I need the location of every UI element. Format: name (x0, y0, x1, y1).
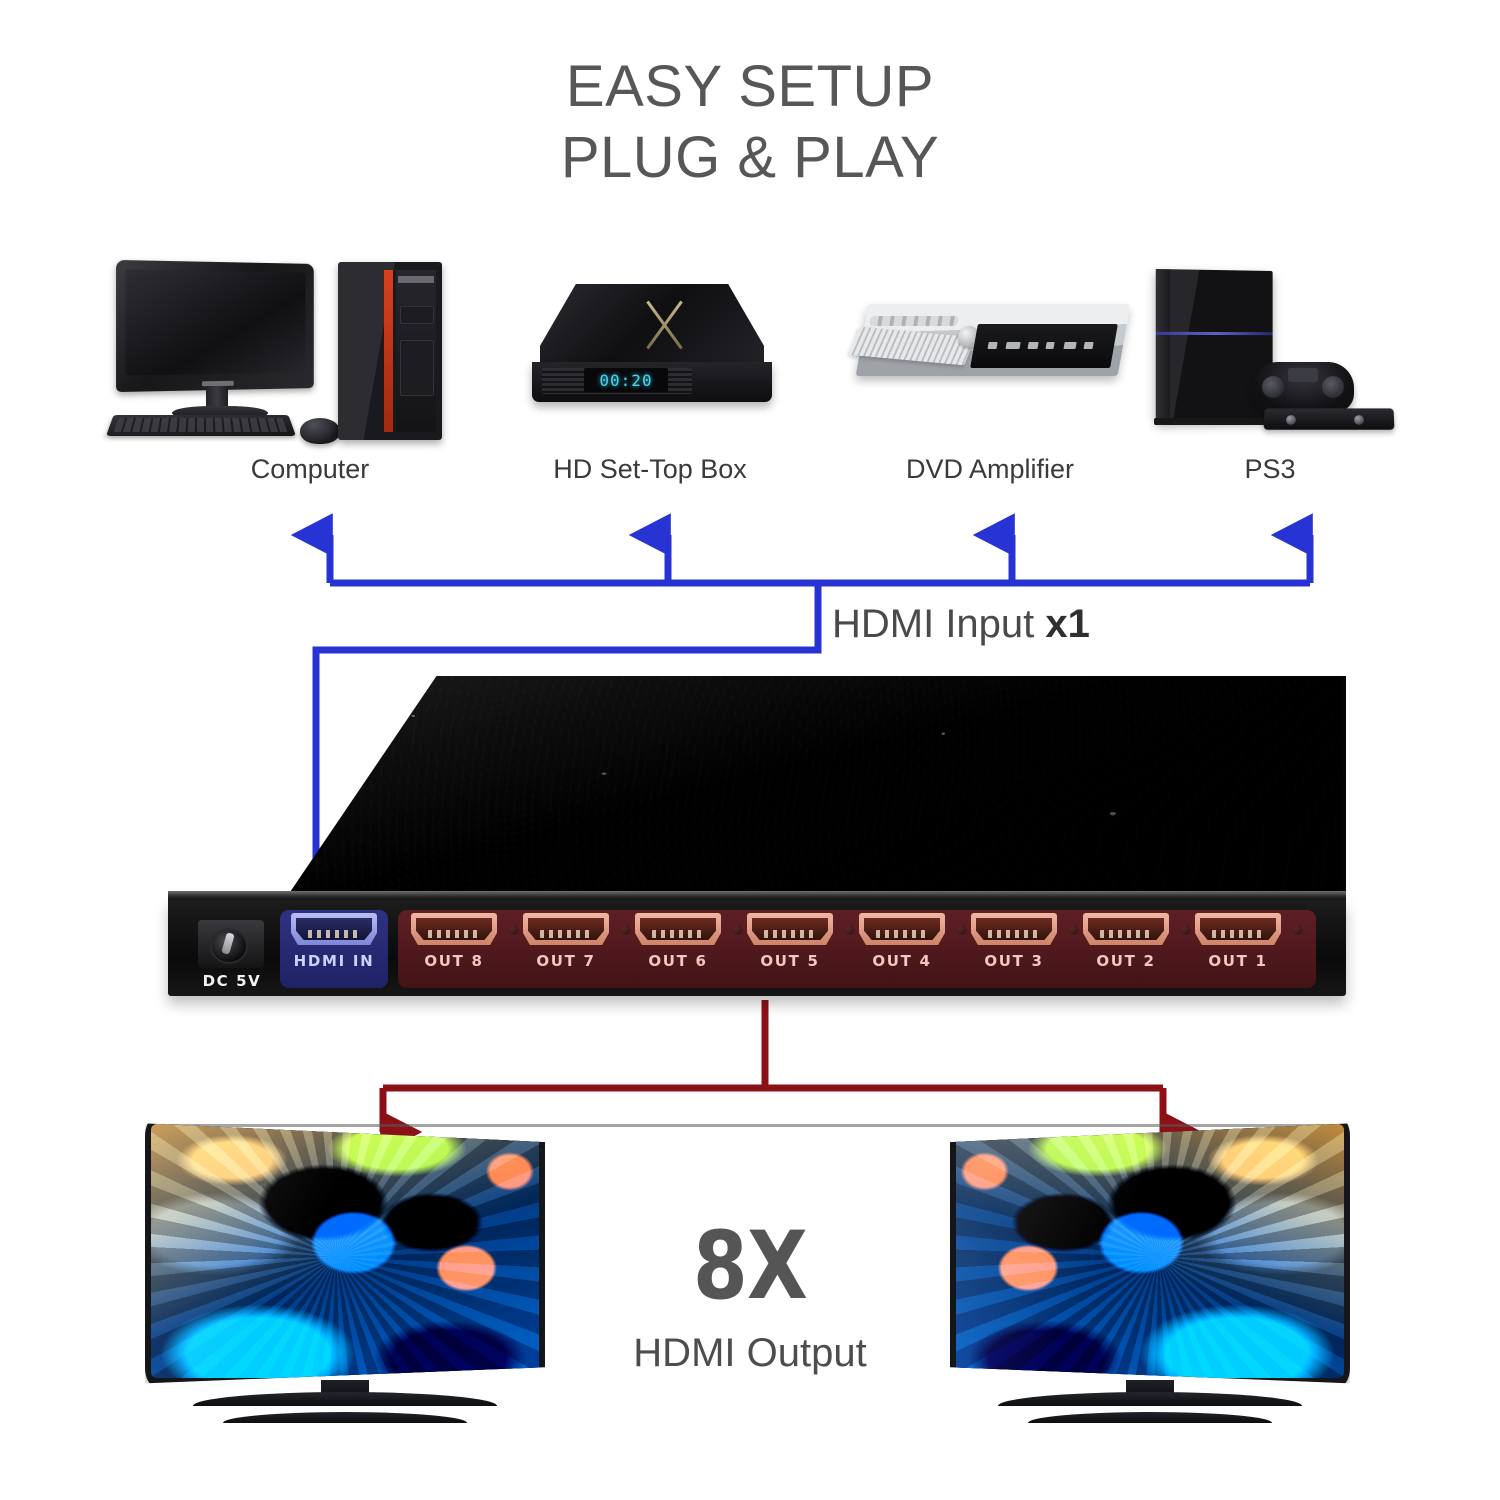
title-line-1: EASY SETUP (0, 52, 1500, 123)
set-top-box-clock: 00:20 (599, 371, 652, 390)
page-title: EASY SETUP PLUG & PLAY (0, 52, 1500, 194)
hdmi-out-port-6[interactable] (635, 913, 721, 945)
source-devices-row: Computer 00:20 HD Set-Top Box (110, 250, 1410, 510)
hdmi-out-port-2[interactable] (1083, 913, 1169, 945)
dc-barrel-jack-icon[interactable] (198, 920, 264, 968)
dc-power-label: DC 5V (190, 972, 274, 990)
hdmi-in-label: HDMI IN (281, 952, 387, 970)
device-top-sheen (286, 676, 1346, 898)
hdmi-out-label-5: OUT 5 (737, 952, 843, 970)
hdmi-out-label-6: OUT 6 (625, 952, 731, 970)
hdmi-input-label-text: HDMI Input (832, 602, 1045, 646)
hdmi-output-wiring (383, 1000, 1163, 1132)
set-top-box-display: 00:20 (584, 368, 668, 392)
game-console-icon (1130, 250, 1410, 450)
hdmi-out-label-4: OUT 4 (849, 952, 955, 970)
hdmi-out-port-7[interactable] (523, 913, 609, 945)
source-device-ps3: PS3 (1130, 250, 1410, 485)
device-front-panel: DC 5V HDMI IN OUT 8 OUT 7 OUT 6 OUT 5 OU… (168, 900, 1346, 996)
hdmi-splitter-device: DC 5V HDMI IN OUT 8 OUT 7 OUT 6 OUT 5 OU… (168, 676, 1346, 1006)
hdmi-input-label: HDMI Input x1 (832, 602, 1090, 647)
hdmi-input-count: x1 (1045, 602, 1090, 646)
title-line-2: PLUG & PLAY (0, 123, 1500, 194)
hdmi-out-port-8[interactable] (411, 913, 497, 945)
hdmi-out-port-3[interactable] (971, 913, 1057, 945)
curved-television-icon-right (950, 1118, 1350, 1448)
hdmi-in-port[interactable] (291, 913, 377, 945)
hdmi-out-label-2: OUT 2 (1073, 952, 1179, 970)
hdmi-out-port-5[interactable] (747, 913, 833, 945)
hdmi-out-label-8: OUT 8 (401, 952, 507, 970)
source-label-ps3: PS3 (1130, 454, 1410, 485)
hdmi-out-port-1[interactable] (1195, 913, 1281, 945)
hdmi-out-label-3: OUT 3 (961, 952, 1067, 970)
curved-television-icon-left (145, 1118, 545, 1448)
hdmi-out-label-7: OUT 7 (513, 952, 619, 970)
hdmi-out-port-4[interactable] (859, 913, 945, 945)
hdmi-out-label-1: OUT 1 (1185, 952, 1291, 970)
